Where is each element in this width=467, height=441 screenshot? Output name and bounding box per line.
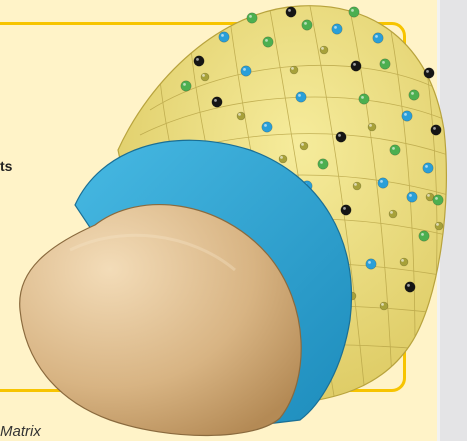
particle-blue <box>262 122 272 132</box>
particle-black <box>405 282 415 292</box>
particle-blue <box>241 66 251 76</box>
particle-highlight <box>353 63 356 66</box>
particle-green <box>433 195 443 205</box>
particle-highlight <box>280 156 283 159</box>
particle-black <box>336 132 346 142</box>
particle-black <box>212 97 222 107</box>
particle-highlight <box>243 68 246 71</box>
particle-highlight <box>390 211 393 214</box>
particle-blue <box>219 32 229 42</box>
particle-green <box>318 159 328 169</box>
particle-olive <box>300 142 308 150</box>
particle-highlight <box>214 99 217 102</box>
particle-highlight <box>368 261 371 264</box>
particle-highlight <box>401 259 404 262</box>
particle-highlight <box>321 47 324 50</box>
particle-highlight <box>221 34 224 37</box>
particle-blue <box>378 178 388 188</box>
particle-highlight <box>264 124 267 127</box>
particle-olive <box>279 155 287 163</box>
particle-black <box>286 7 296 17</box>
particle-highlight <box>343 207 346 210</box>
particle-highlight <box>409 194 412 197</box>
particle-highlight <box>298 94 301 97</box>
particle-highlight <box>369 124 372 127</box>
particle-green <box>263 37 273 47</box>
particle-highlight <box>435 197 438 200</box>
particle-highlight <box>433 127 436 130</box>
particle-highlight <box>407 284 410 287</box>
particle-highlight <box>392 147 395 150</box>
particle-highlight <box>238 113 241 116</box>
particle-highlight <box>426 70 429 73</box>
particle-highlight <box>411 92 414 95</box>
particle-blue <box>332 24 342 34</box>
particle-green <box>380 59 390 69</box>
particle-highlight <box>425 165 428 168</box>
particle-black <box>424 68 434 78</box>
particle-olive <box>400 258 408 266</box>
particle-highlight <box>351 9 354 12</box>
particle-highlight <box>196 58 199 61</box>
particle-black <box>431 125 441 135</box>
particle-highlight <box>381 303 384 306</box>
particle-blue <box>407 192 417 202</box>
particle-highlight <box>427 194 430 197</box>
particle-highlight <box>304 22 307 25</box>
particle-highlight <box>320 161 323 164</box>
particle-green <box>349 7 359 17</box>
particle-blue <box>402 111 412 121</box>
particle-highlight <box>354 183 357 186</box>
particle-blue <box>423 163 433 173</box>
particle-highlight <box>382 61 385 64</box>
particle-green <box>409 90 419 100</box>
particle-black <box>351 61 361 71</box>
particle-highlight <box>183 83 186 86</box>
particle-highlight <box>361 96 364 99</box>
particle-olive <box>237 112 245 120</box>
particle-highlight <box>380 180 383 183</box>
particle-green <box>390 145 400 155</box>
particle-highlight <box>265 39 268 42</box>
particle-blue <box>373 33 383 43</box>
particle-olive <box>201 73 209 81</box>
particle-green <box>419 231 429 241</box>
particle-highlight <box>334 26 337 29</box>
particle-black <box>194 56 204 66</box>
particle-highlight <box>288 9 291 12</box>
particle-highlight <box>202 74 205 77</box>
particle-blue <box>296 92 306 102</box>
caption-matrix: Matrix <box>0 423 41 440</box>
particle-olive <box>290 66 298 74</box>
particle-olive <box>389 210 397 218</box>
particle-green <box>302 20 312 30</box>
particle-blue <box>366 259 376 269</box>
particle-highlight <box>301 143 304 146</box>
particle-green <box>359 94 369 104</box>
particle-olive <box>368 123 376 131</box>
particle-highlight <box>291 67 294 70</box>
particle-olive <box>320 46 328 54</box>
particle-highlight <box>338 134 341 137</box>
particle-highlight <box>421 233 424 236</box>
particle-olive <box>380 302 388 310</box>
particle-highlight <box>436 223 439 226</box>
particle-green <box>247 13 257 23</box>
particle-highlight <box>375 35 378 38</box>
particle-olive <box>435 222 443 230</box>
particle-highlight <box>404 113 407 116</box>
particle-highlight <box>249 15 252 18</box>
particle-green <box>181 81 191 91</box>
particle-olive <box>353 182 361 190</box>
particle-black <box>341 205 351 215</box>
